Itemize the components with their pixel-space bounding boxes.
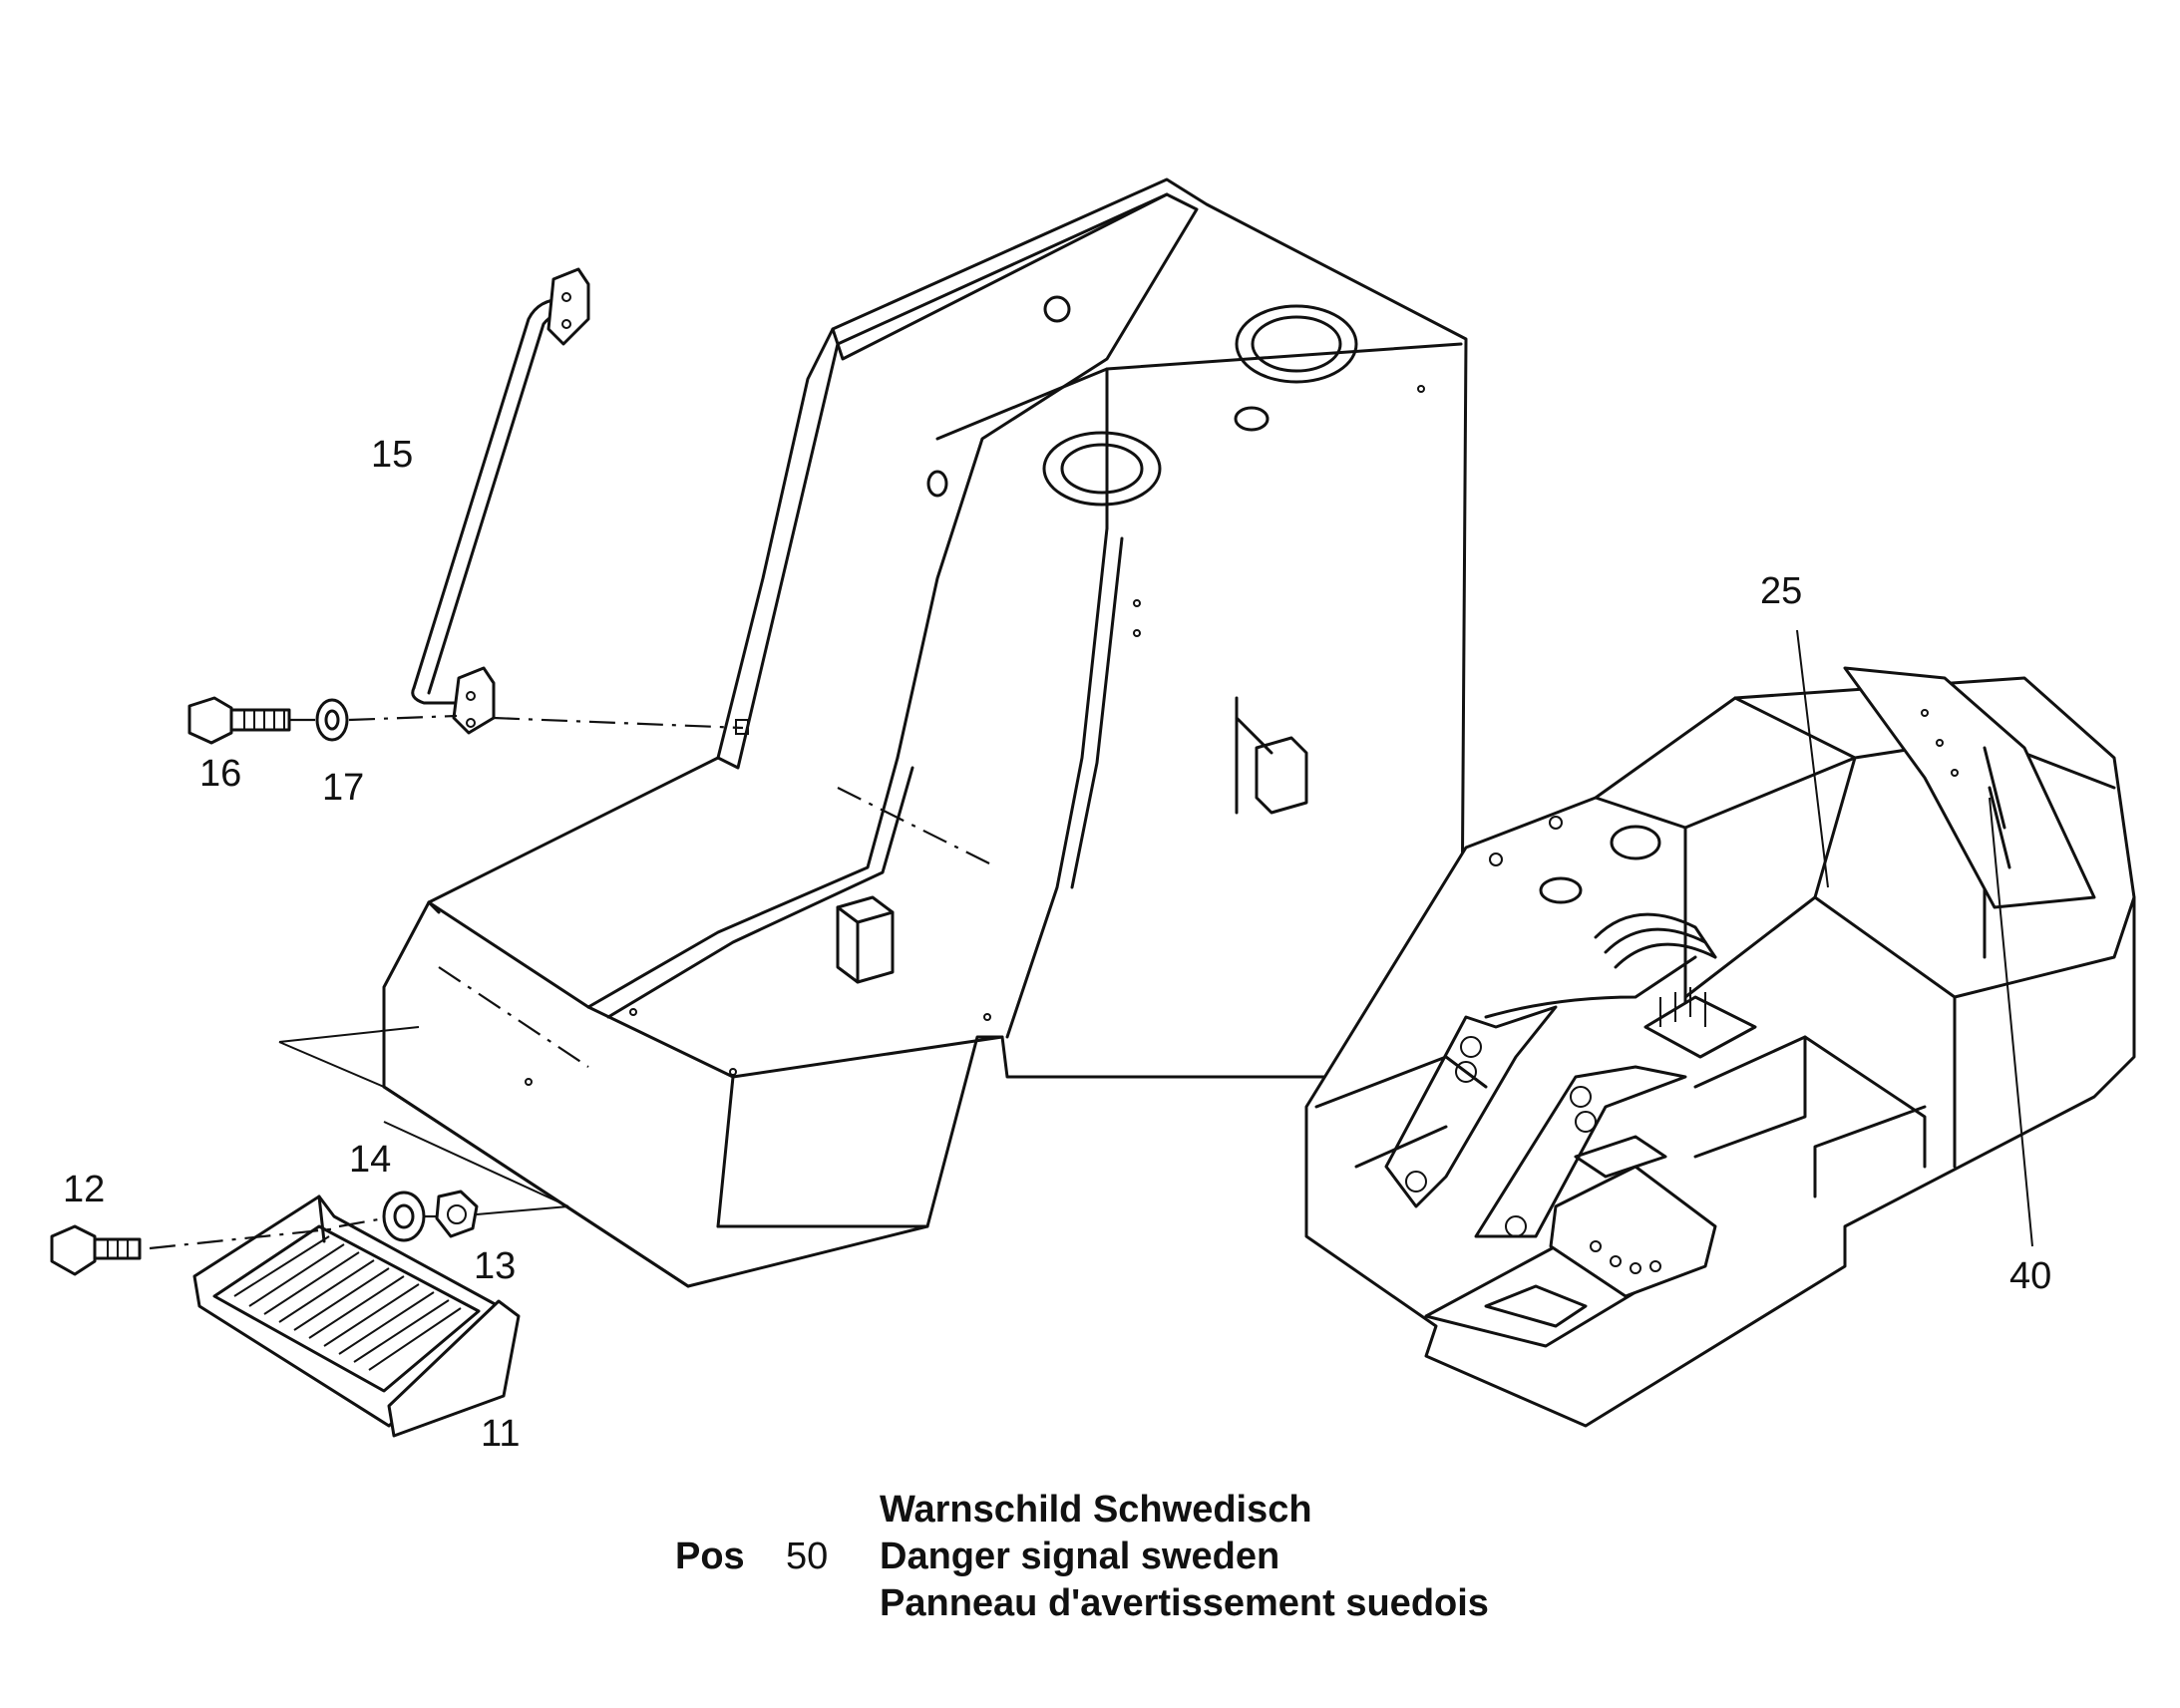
platform-base bbox=[1304, 629, 2136, 1428]
callout-25: 25 bbox=[1760, 570, 1802, 612]
callout-14: 14 bbox=[349, 1139, 391, 1181]
grab-handle bbox=[411, 267, 749, 735]
cab-housing bbox=[382, 177, 1468, 1288]
callout-17: 17 bbox=[322, 767, 364, 809]
caption-line-french: Panneau d'avertissement suedois bbox=[880, 1582, 1489, 1624]
pos-number: 50 bbox=[786, 1536, 829, 1577]
callout-15: 15 bbox=[371, 434, 413, 476]
caption-line-german: Warnschild Schwedisch bbox=[880, 1489, 1312, 1531]
callout-11: 11 bbox=[481, 1413, 520, 1455]
pos-label: Pos bbox=[675, 1536, 745, 1577]
callout-13: 13 bbox=[474, 1245, 516, 1287]
callout-labels: 11 12 13 14 15 16 17 25 40 bbox=[63, 434, 2051, 1455]
callout-40: 40 bbox=[2009, 1255, 2051, 1297]
callout-12: 12 bbox=[63, 1169, 105, 1210]
caption-line-english: Danger signal sweden bbox=[880, 1536, 1280, 1577]
step-assembly bbox=[50, 1026, 569, 1438]
screw-and-washer bbox=[187, 696, 458, 745]
callout-16: 16 bbox=[199, 753, 241, 795]
